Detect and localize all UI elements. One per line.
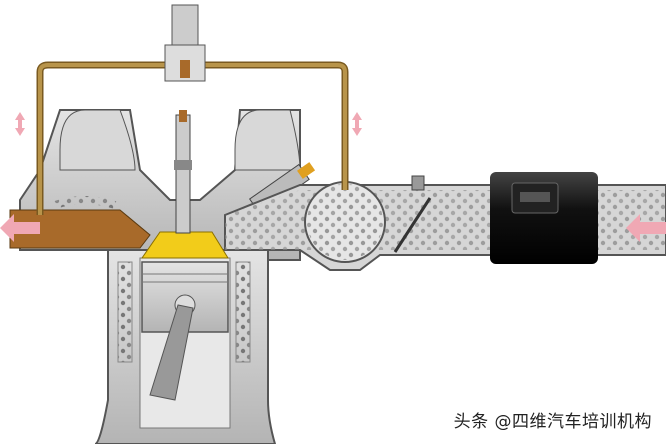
spark-plug (175, 114, 191, 234)
intake-valve-cover (234, 109, 301, 171)
air-in-arrow (626, 214, 666, 242)
watermark: 头条 @四维汽车培训机构 (453, 412, 652, 432)
exhaust-valve-cover (59, 109, 136, 171)
throttle-plate (393, 197, 432, 253)
exhaust-out-arrow (0, 214, 40, 242)
connecting-rod (149, 304, 194, 401)
combustion-chamber (141, 231, 229, 259)
throttle-position-sensor (411, 175, 425, 191)
egr-valve (171, 4, 199, 46)
coolant-jacket-right (235, 261, 251, 363)
egr-flow-arrow-left (15, 112, 25, 136)
coolant-jacket-left (117, 261, 133, 363)
exhaust-port (9, 209, 151, 249)
egr-flow-arrow-right (352, 112, 362, 136)
